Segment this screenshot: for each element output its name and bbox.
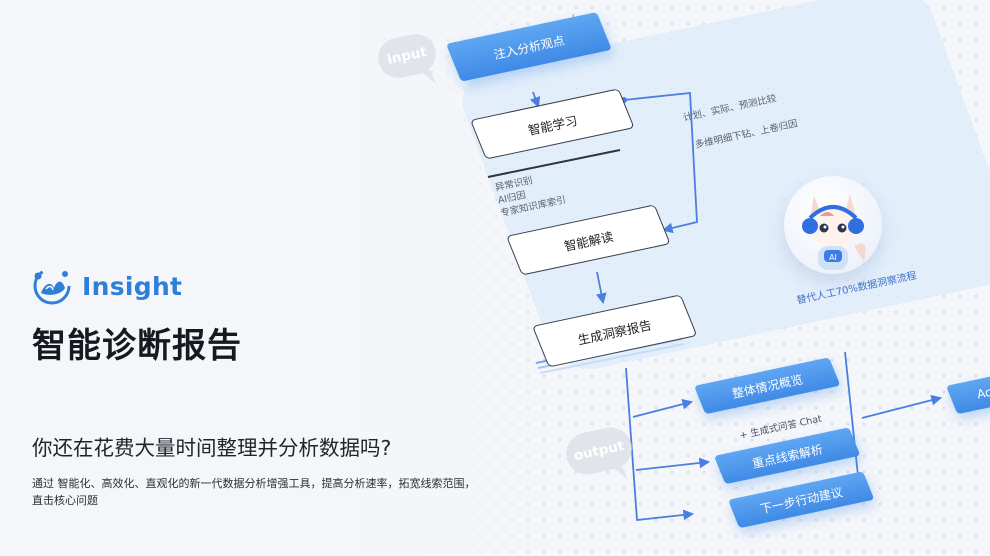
page-subtitle: 你还在花费大量时间整理并分析数据吗? [32,436,392,460]
brand: Insight [32,266,182,306]
action-label: Act [975,383,990,402]
step-label-report: 生成洞察报告 [576,316,654,348]
output-tag: output [572,437,626,465]
step-label-learning: 智能学习 [526,112,579,138]
step-label-interpretation: 智能解读 [562,228,615,254]
avatar-badge: AI [829,253,837,262]
input-bubble-tail [420,70,436,84]
output-bubble-tail [612,466,628,480]
insight-logo-icon [33,267,71,305]
inject-viewpoint-label: 注入分析观点 [492,32,566,62]
robot-cat-icon: AI [802,194,866,270]
input-tag: input [385,44,429,68]
ai-mascot-avatar: AI [784,176,882,274]
brand-name: Insight [82,271,183,301]
page-title: 智能诊断报告 [32,326,242,366]
page-description: 通过 智能化、高效化、直观化的新一代数据分析增强工具，提高分析速率，拓宽线索范围… [32,477,476,507]
